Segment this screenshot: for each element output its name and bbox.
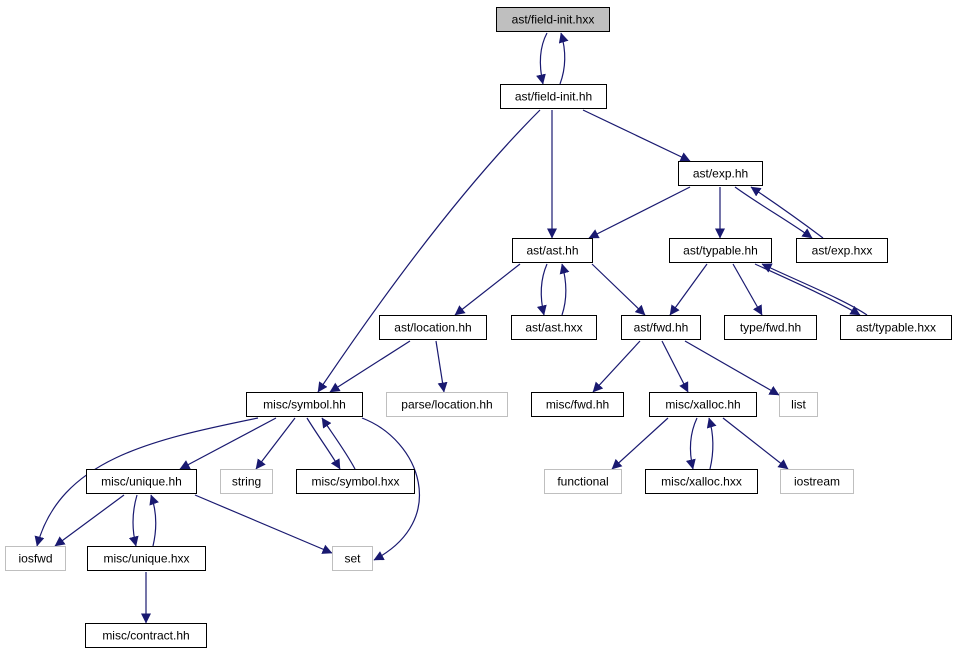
node-label: ast/typable.hh [683,244,758,258]
node-label: iostream [794,475,840,489]
node-iosfwd: iosfwd [5,546,66,571]
node-label: misc/symbol.hxx [311,475,399,489]
node-symbol-hxx[interactable]: misc/symbol.hxx [296,469,415,494]
node-parse-location-hh: parse/location.hh [386,392,508,417]
node-label: ast/field-init.hh [515,90,592,104]
node-label: functional [557,475,608,489]
node-list: list [779,392,818,417]
node-functional: functional [544,469,622,494]
edge-ast-hh-to-ast-hxx [536,263,548,316]
edge-symbol-hh-to-iosfwd [34,417,259,547]
node-misc-fwd-hh[interactable]: misc/fwd.hh [531,392,624,417]
edge-exp-hh-to-exp-hxx [734,186,813,239]
node-label: ast/ast.hh [526,244,578,258]
edge-symbol-hh-to-symbol-hxx [306,417,341,470]
node-label: misc/xalloc.hxx [661,475,742,489]
edge-field-init-hxx-to-field-init-hh [536,32,548,85]
edge-field-init-hh-to-field-init-hxx [558,32,569,85]
node-xalloc-hh[interactable]: misc/xalloc.hh [649,392,757,417]
edge-typable-hh-to-fwd-hh [669,263,708,316]
nodes-layer: ast/field-init.hxx ast/field-init.hh ast/e… [5,7,952,648]
node-label: ast/field-init.hxx [512,13,595,27]
edge-unique-hh-to-unique-hxx [128,494,139,547]
edge-field-init-hh-to-symbol-hh [317,109,541,393]
node-label: set [344,552,361,566]
edge-typable-hh-to-type-fwd-hh [732,263,763,316]
edge-xalloc-hh-to-xalloc-hxx [685,417,698,470]
edge-symbol-hh-to-set [361,417,421,561]
edge-location-hh-to-symbol-hh [329,340,411,393]
node-set: set [332,546,373,571]
edge-exp-hh-to-ast-hh [588,186,691,239]
edge-xalloc-hh-to-iostream [722,417,789,470]
edge-typable-hh-to-typable-hxx [754,263,861,316]
edge-fwd-hh-to-xalloc-hh [661,340,689,393]
node-symbol-hh[interactable]: misc/symbol.hh [246,392,363,417]
node-label: string [232,475,261,489]
node-label: parse/location.hh [401,398,492,412]
node-label: iosfwd [18,552,52,566]
edge-exp-hxx-to-exp-hh [750,186,824,239]
edge-field-init-hh-to-exp-hh [582,109,691,162]
node-label: ast/exp.hh [693,167,748,181]
edge-xalloc-hxx-to-xalloc-hh [706,417,717,470]
node-type-fwd-hh[interactable]: type/fwd.hh [724,315,817,340]
node-exp-hh[interactable]: ast/exp.hh [678,161,763,186]
node-label: misc/unique.hxx [103,552,189,566]
edge-ast-hxx-to-ast-hh [559,263,570,316]
node-xalloc-hxx[interactable]: misc/xalloc.hxx [645,469,758,494]
node-label: ast/fwd.hh [634,321,689,335]
node-label: list [791,398,806,412]
node-label: ast/ast.hxx [525,321,582,335]
node-label: ast/location.hh [394,321,471,335]
edge-unique-hxx-to-unique-hh [149,494,159,547]
node-unique-hxx[interactable]: misc/unique.hxx [87,546,206,571]
node-ast-hxx[interactable]: ast/ast.hxx [511,315,597,340]
edge-symbol-hxx-to-symbol-hh [321,417,356,470]
edge-ast-hh-to-fwd-hh [591,263,646,316]
node-label: ast/exp.hxx [812,244,873,258]
node-typable-hh[interactable]: ast/typable.hh [669,238,772,263]
node-string: string [220,469,273,494]
edge-unique-hh-to-iosfwd [54,494,125,547]
edge-typable-hxx-to-typable-hh [761,263,868,316]
edge-unique-hh-to-set [194,494,333,554]
node-ast-hh[interactable]: ast/ast.hh [512,238,593,263]
edge-ast-hh-to-location-hh [454,263,521,316]
node-typable-hxx[interactable]: ast/typable.hxx [840,315,952,340]
node-field-init-hh[interactable]: ast/field-init.hh [500,84,607,109]
node-unique-hh[interactable]: misc/unique.hh [86,469,197,494]
edge-location-hh-to-parse-location-hh [435,340,448,393]
node-fwd-hh[interactable]: ast/fwd.hh [621,315,701,340]
node-label: misc/contract.hh [102,629,189,643]
edge-xalloc-hh-to-functional [611,417,669,470]
node-label: misc/symbol.hh [263,398,346,412]
node-label: misc/fwd.hh [546,398,609,412]
node-label: misc/xalloc.hh [665,398,740,412]
node-field-init-hxx[interactable]: ast/field-init.hxx [496,7,610,32]
edge-symbol-hh-to-string [255,417,296,470]
edge-fwd-hh-to-misc-fwd-hh [592,340,641,393]
node-exp-hxx[interactable]: ast/exp.hxx [796,238,888,263]
node-contract-hh[interactable]: misc/contract.hh [85,623,207,648]
node-location-hh[interactable]: ast/location.hh [379,315,487,340]
node-iostream: iostream [780,469,854,494]
edge-fwd-hh-to-list [684,340,780,396]
edge-symbol-hh-to-unique-hh [179,417,277,470]
edges-layer [34,32,868,624]
node-label: misc/unique.hh [101,475,182,489]
node-label: ast/typable.hxx [856,321,936,335]
node-label: type/fwd.hh [740,321,801,335]
